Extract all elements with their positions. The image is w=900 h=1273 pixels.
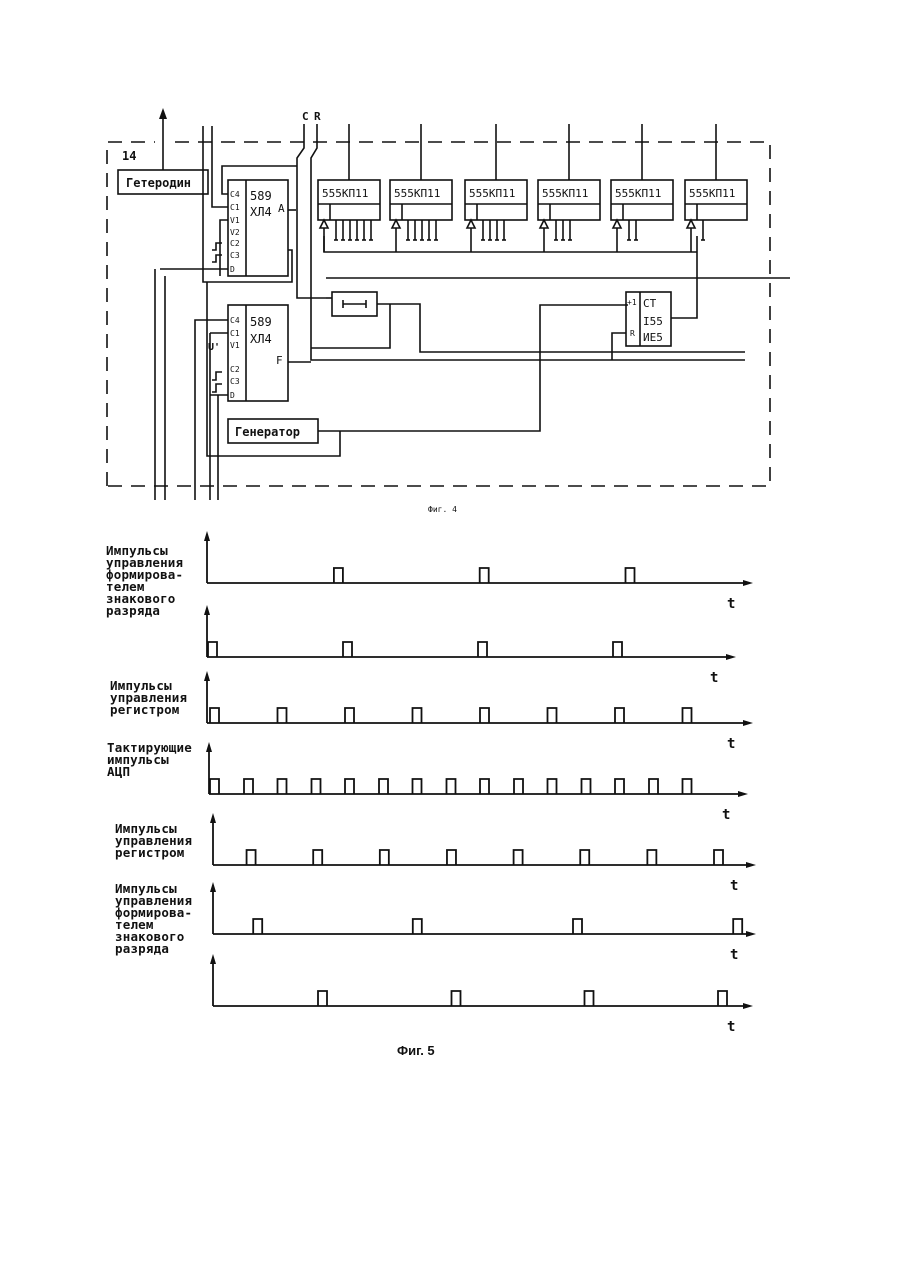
timing-row-2: t (204, 605, 736, 686)
timing-label-5: Импульсы управления формирова- телем зна… (115, 883, 192, 955)
pulse (247, 850, 256, 865)
fig5-caption: Фиг. 5 (397, 1043, 435, 1058)
pulse (278, 708, 287, 723)
pulse (345, 708, 354, 723)
pulse (413, 708, 422, 723)
timing-label-3: Тактирующие импульсы АЦП (107, 742, 192, 778)
axis-arrow-icon (204, 671, 210, 681)
axis-arrow-icon (743, 1003, 753, 1009)
t-axis-label: t (727, 596, 735, 612)
t-axis-label: t (722, 807, 730, 823)
pulse (514, 850, 523, 865)
axis-arrow-icon (743, 580, 753, 586)
pulse (514, 779, 523, 794)
timing-row-7: t (210, 954, 753, 1035)
t-axis-label: t (727, 1019, 735, 1035)
timing-row-1: t (204, 531, 753, 612)
pulse (626, 568, 635, 583)
pulse (580, 850, 589, 865)
pulse (334, 568, 343, 583)
pulse (345, 779, 354, 794)
pulse (312, 779, 321, 794)
axis-arrow-icon (210, 813, 216, 823)
pulse (613, 642, 622, 657)
axis-arrow-icon (210, 954, 216, 964)
axis-arrow-icon (210, 882, 216, 892)
pulse (210, 708, 219, 723)
pulse (380, 850, 389, 865)
axis-arrow-icon (206, 742, 212, 752)
timing-row-6: t (210, 882, 756, 963)
pulse (683, 779, 692, 794)
pulse (413, 779, 422, 794)
pulse (585, 991, 594, 1006)
pulse (480, 779, 489, 794)
pulse (733, 919, 742, 934)
timing-label-1: Импульсы управления формирова- телем зна… (106, 545, 183, 617)
axis-arrow-icon (726, 654, 736, 660)
pulse (480, 568, 489, 583)
t-axis-label: t (710, 670, 718, 686)
pulse (480, 708, 489, 723)
pulse (478, 642, 487, 657)
pulse (548, 779, 557, 794)
pulse (582, 779, 591, 794)
pulse (208, 642, 217, 657)
axis-arrow-icon (746, 862, 756, 868)
pulse (573, 919, 582, 934)
t-axis-label: t (730, 878, 738, 894)
pulse (615, 779, 624, 794)
pulse (718, 991, 727, 1006)
axis-arrow-icon (743, 720, 753, 726)
timing-label-4: Импульсы управления регистром (115, 823, 192, 859)
t-axis-label: t (730, 947, 738, 963)
axis-arrow-icon (204, 531, 210, 541)
t-axis-label: t (727, 736, 735, 752)
pulse (647, 850, 656, 865)
pulse (313, 850, 322, 865)
pulse (548, 708, 557, 723)
pulse (253, 919, 262, 934)
pulse (379, 779, 388, 794)
pulse (210, 779, 219, 794)
axis-arrow-icon (738, 791, 748, 797)
pulse (413, 919, 422, 934)
pulse (615, 708, 624, 723)
pulse (447, 850, 456, 865)
pulse (452, 991, 461, 1006)
axis-arrow-icon (746, 931, 756, 937)
pulse (649, 779, 658, 794)
pulse (318, 991, 327, 1006)
pulse (343, 642, 352, 657)
pulse (683, 708, 692, 723)
axis-arrow-icon (204, 605, 210, 615)
pulse (714, 850, 723, 865)
pulse (278, 779, 287, 794)
timing-row-4: t (206, 742, 748, 823)
timing-label-2: Импульсы управления регистром (110, 680, 187, 716)
timing-row-5: t (210, 813, 756, 894)
pulse (244, 779, 253, 794)
timing-row-3: t (204, 671, 753, 752)
pulse (447, 779, 456, 794)
